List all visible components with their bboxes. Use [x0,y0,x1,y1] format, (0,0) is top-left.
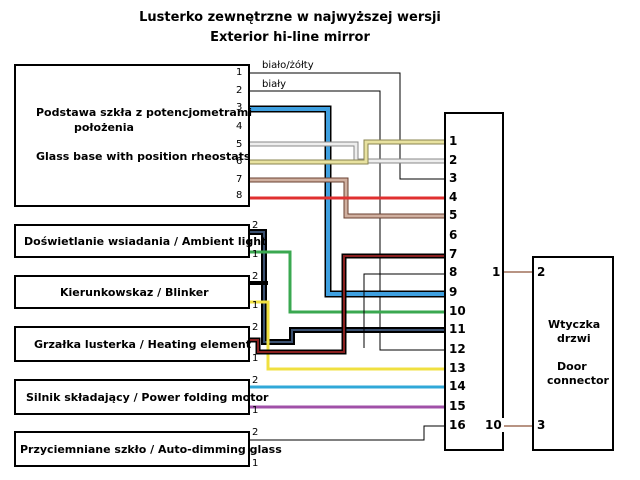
heating-pin-2: 2 [252,322,259,333]
wire-dimming2-conn16 [250,425,444,441]
conn-pin-6: 6 [449,228,458,242]
wire-blinker1-conn13 [250,300,444,371]
title-polish: Lusterko zewnętrzne w najwyższej wersji [139,10,441,25]
folding-pin-2: 2 [252,375,259,386]
conn-pin-7: 7 [449,247,458,261]
conn-pin-11: 11 [449,322,466,336]
auto-dimming-label: Przyciemniane szkło / Auto-dimming glass [20,443,282,456]
wire-conn8-heating [363,273,444,348]
glass-pin-5: 5 [236,139,243,150]
glass-base-label-en: Glass base with position rheostats [36,150,251,163]
wire-ambient1-conn10 [250,250,444,314]
heating-pin-1: 1 [252,353,259,364]
wire-ambient2-conn11 [250,229,444,345]
conn-pin-3: 3 [449,171,458,185]
ambient-pin-1: 1 [252,249,259,260]
heating-element-label: Grzałka lusterka / Heating element [34,338,251,351]
wire-heating-conn7 [250,253,444,355]
dimming-pin-2: 2 [252,427,259,438]
conn-pin-4: 4 [449,190,458,204]
glass-pin-3: 3 [236,102,243,113]
door-label-pl-1: Wtyczka [548,318,601,331]
ambient-pin-2: 2 [252,220,259,231]
conn-pin-10: 10 [449,304,466,318]
conn-pin-12: 12 [449,342,466,356]
bridge-label-10: 10 [483,418,504,432]
door-connector-box: Wtyczka drzwi Door connector [532,256,614,451]
ambient-light-label: Doświetlanie wsiadania / Ambient light [24,235,267,248]
glass-pin-8: 8 [236,190,243,201]
conn-pin-2: 2 [449,153,458,167]
conn-pin-1: 1 [449,134,458,148]
conn-pin-9: 9 [449,285,458,299]
ambient-light-box: Doświetlanie wsiadania / Ambient light [14,224,266,258]
auto-dimming-box: Przyciemniane szkło / Auto-dimming glass [14,431,282,467]
wire-glass1-conn3 [248,72,444,180]
door-label-pl-2: drzwi [557,332,591,345]
blinker-box: Kierunkowskaz / Blinker [14,275,250,309]
folding-pin-1: 1 [252,405,259,416]
glass-base-label-pl-1: Podstawa szkła z potencjometrami [36,106,253,119]
glass-pin-1: 1 [236,67,243,78]
blinker-label: Kierunkowskaz / Blinker [60,286,209,299]
title-english: Exterior hi-line mirror [210,30,370,45]
conn-pin-8: 8 [449,265,458,279]
conn-pin-14: 14 [449,379,466,393]
glass-pin-7: 7 [236,174,243,185]
blinker-pin-2: 2 [252,271,259,282]
door-label-en-2: connector [547,374,609,387]
conn-pin-16: 16 [449,418,466,432]
glass-base-box: Podstawa szkła z potencjometrami położen… [14,64,253,207]
glass-pin-6: 6 [236,156,243,167]
conn-pin-5: 5 [449,208,458,222]
power-folding-label: Silnik składający / Power folding motor [26,391,269,404]
power-folding-box: Silnik składający / Power folding motor [14,379,268,415]
dimming-pin-1: 1 [252,458,259,469]
bridge-label-1: 1 [490,265,503,279]
wire-note-white: biały [262,79,287,90]
glass-pin-2: 2 [236,85,243,96]
wire-glass5-conn2 [248,141,444,164]
glass-pin-4: 4 [236,121,243,132]
door-label-en-1: Door [557,360,587,373]
wire-note-white-yellow: biało/żółty [262,60,314,71]
wire-glass2-conn12 [248,90,444,351]
mirror-connector-box [444,112,504,451]
blinker-pin-1: 1 [252,300,259,311]
conn-pin-15: 15 [449,399,466,413]
heating-element-box: Grzałka lusterka / Heating element [14,326,251,362]
door-pin-2: 2 [537,265,546,279]
door-pin-3: 3 [537,418,546,432]
conn-pin-13: 13 [449,361,466,375]
glass-base-label-pl-2: położenia [74,121,134,134]
